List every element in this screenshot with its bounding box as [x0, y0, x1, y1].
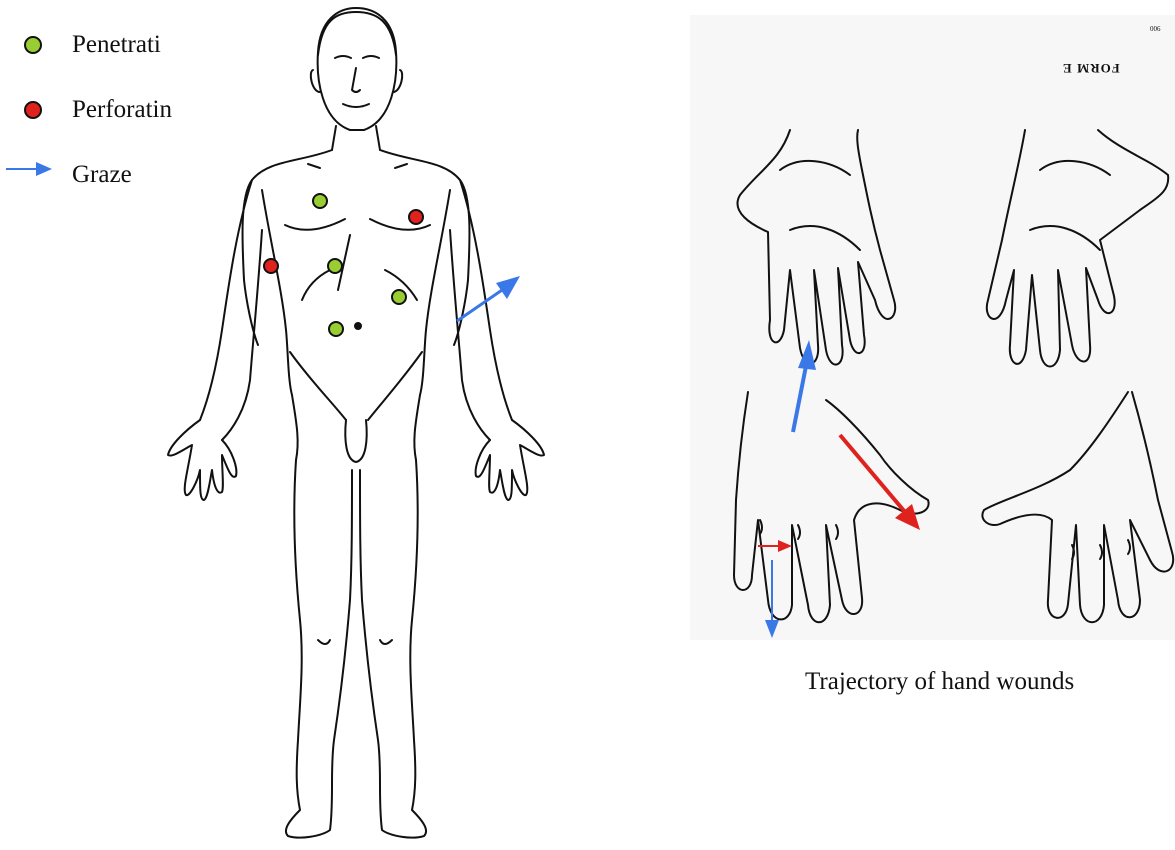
- head-outline: [318, 8, 397, 130]
- perforating-dot-icon: [24, 101, 42, 119]
- hands-caption: Trajectory of hand wounds: [805, 668, 1074, 696]
- perforating-wound-marker: [264, 259, 278, 273]
- hands-diagram: [670, 0, 1175, 650]
- graze-arrow-icon: [0, 160, 72, 190]
- legend-item-graze: Graze: [0, 155, 132, 195]
- penetrating-wound-marker: [392, 290, 406, 304]
- legend-label: Graze: [72, 161, 132, 189]
- penetrating-dot-icon: [24, 36, 42, 54]
- navel-mark: [355, 323, 361, 329]
- penetrating-wound-marker: [328, 259, 342, 273]
- penetrating-wound-marker: [313, 194, 327, 208]
- perforating-wound-marker: [409, 210, 423, 224]
- right-leg-outline: [360, 460, 426, 838]
- legend-item-perforating: Perforatin: [0, 90, 172, 130]
- legend-label: Penetrati: [72, 31, 161, 59]
- legend-item-penetrating: Penetrati: [0, 25, 161, 65]
- right-hand-outline: [476, 420, 544, 500]
- body-diagram: [150, 0, 570, 850]
- left-leg-outline: [286, 460, 352, 838]
- genital-outline: [345, 420, 366, 462]
- penetrating-wound-marker: [329, 322, 343, 336]
- left-hand-outline: [168, 420, 236, 500]
- form-label: FORM E: [1062, 60, 1120, 76]
- form-number: 900: [1150, 24, 1161, 32]
